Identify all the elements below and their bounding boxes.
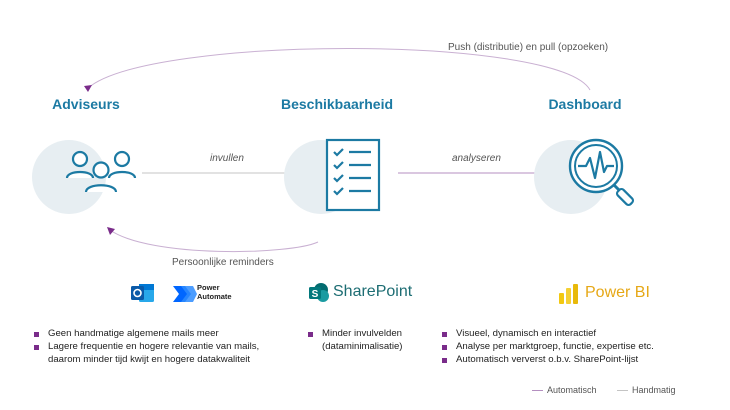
legend-automatic: Automatisch: [532, 385, 597, 395]
analytics-magnifier-icon: [568, 138, 635, 207]
push-pull-arrowhead: [84, 85, 92, 92]
reminders-arrowhead: [107, 227, 115, 235]
analyse-label: analyseren: [452, 153, 501, 164]
power-bi-icon: [557, 283, 581, 305]
bullet-marker: [34, 332, 39, 337]
power-automate-icon: [171, 284, 197, 304]
bullet-text: Minder invulvelden (dataminimalisatie): [322, 328, 403, 352]
svg-text:S: S: [312, 289, 319, 300]
reminders-arc: [109, 229, 319, 253]
list-item: Geen handmatige algemene mails meer: [34, 328, 284, 341]
power-automate-label-line2: Automate: [197, 291, 232, 301]
bullet-text: Analyse per marktgroep, functie, experti…: [456, 341, 654, 353]
bullet-marker: [442, 345, 447, 351]
advisers-bullets: Geen handmatige algemene mails meer Lage…: [34, 328, 284, 367]
bullet-marker: [34, 345, 39, 351]
people-icon: [65, 150, 137, 193]
dashboard-title: Dashboard: [548, 96, 622, 112]
legend-automatic-label: Automatisch: [547, 385, 597, 395]
list-item: Automatisch ververst o.b.v. SharePoint-l…: [442, 354, 717, 367]
bullet-text: Geen handmatige algemene mails meer: [48, 328, 219, 339]
sharepoint-icon: S: [308, 282, 330, 304]
list-item: Minder invulvelden (dataminimalisatie): [308, 328, 428, 353]
push-pull-arc: [87, 48, 591, 91]
availability-title: Beschikbaarheid: [280, 96, 394, 112]
legend-automatic-line: [532, 389, 543, 391]
availability-bullets: Minder invulvelden (dataminimalisatie): [308, 328, 428, 354]
bullet-text: Automatisch ververst o.b.v. SharePoint-l…: [456, 354, 639, 366]
bullet-marker: [442, 358, 447, 364]
bullet-text: Visueel, dynamisch en interactief: [456, 328, 597, 339]
legend-manual-line: [617, 389, 628, 391]
list-item: Visueel, dynamisch en interactief: [442, 328, 717, 341]
fill-in-label: invullen: [210, 153, 244, 164]
advisers-title: Adviseurs: [52, 96, 120, 112]
bullet-text: Lagere frequentie en hogere relevantie v…: [48, 341, 260, 365]
list-item: Lagere frequentie en hogere relevantie v…: [34, 341, 284, 366]
reminders-label: Persoonlijke reminders: [172, 257, 274, 268]
power-automate-label-line1: Power: [197, 283, 220, 292]
push-pull-label: Push (distributie) en pull (opzoeken): [448, 42, 609, 53]
legend-manual: Handmatig: [617, 385, 676, 395]
legend-manual-label: Handmatig: [632, 385, 676, 395]
dashboard-bullets: Visueel, dynamisch en interactief Analys…: [442, 328, 717, 367]
bullet-marker: [442, 332, 447, 337]
power-automate-label: Power Automate: [197, 283, 232, 301]
bullet-marker: [308, 332, 313, 337]
sharepoint-label: SharePoint: [333, 283, 413, 300]
outlook-icon: [130, 282, 156, 304]
checklist-icon: [325, 138, 381, 212]
power-bi-label: Power BI: [585, 284, 650, 301]
list-item: Analyse per marktgroep, functie, experti…: [442, 341, 717, 354]
